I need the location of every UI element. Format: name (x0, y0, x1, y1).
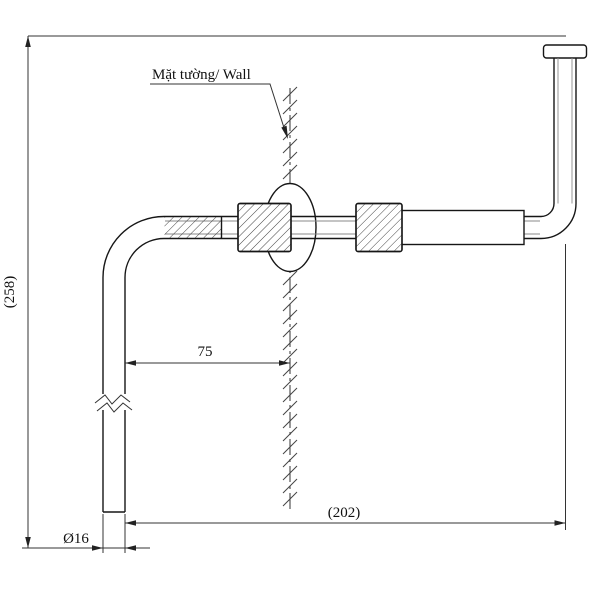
wall-hatch-tick (282, 374, 298, 390)
dim-height-label: (258) (2, 276, 18, 309)
wall-hatch-tick (282, 439, 298, 455)
wall-hatch-tick (282, 491, 298, 507)
left-elbow-outer (102, 215, 165, 512)
wall-hatch-tick (282, 112, 298, 128)
dim-75-label: 75 (198, 344, 213, 360)
wall-leader-arrowhead (281, 125, 288, 139)
nut-right (355, 202, 403, 253)
wall-flange-cap (542, 44, 588, 59)
arrowhead-left (125, 360, 136, 366)
wall-hatch-tick (282, 400, 298, 416)
coupling-sleeve (400, 209, 525, 246)
wall-hatch-tick (282, 283, 298, 299)
wall-hatch-tick (282, 348, 298, 364)
wall-hatch-tick (282, 413, 298, 429)
dim-diameter-extensions (102, 514, 126, 553)
wall-hatch-tick (282, 270, 298, 286)
wall-hatching (282, 86, 298, 507)
dim-diameter-label: Ø16 (63, 531, 89, 547)
wall-hatch-tick (282, 138, 298, 154)
left-elbow-inner (124, 237, 165, 512)
wall-hatch-tick (282, 309, 298, 325)
arrowhead-up (25, 36, 31, 47)
dim-length: (202) (125, 244, 566, 530)
wall-hatch-tick (282, 335, 298, 351)
dim-offset-wall: 75 (125, 344, 290, 366)
dim-diameter: Ø16 (63, 514, 136, 553)
wall-hatch-tick (282, 322, 298, 338)
nut-left (237, 202, 292, 253)
arrowhead-left (125, 520, 136, 526)
wall-hatch-tick (282, 164, 298, 180)
pipe-assembly (94, 44, 588, 513)
wall-hatch-tick (282, 465, 298, 481)
wall-hatch-tick (282, 361, 298, 377)
arrowhead-inward-left (125, 545, 136, 551)
dim-202-label: (202) (328, 505, 361, 521)
wall-label-text: Mặt tường/ Wall (152, 67, 251, 83)
arrowhead-down (25, 537, 31, 548)
pipe-break-symbol (94, 394, 133, 413)
arrowhead-right (554, 520, 566, 526)
wall-hatch-tick (282, 452, 298, 468)
wall-hatch-tick (282, 151, 298, 167)
wall-hatch-tick (282, 99, 298, 115)
wall-hatch-tick (282, 296, 298, 312)
threaded-section-hatch (164, 217, 222, 238)
wall-hatch-tick (282, 387, 298, 403)
right-pipe-outer (524, 58, 577, 240)
horizontal-pipe (164, 215, 356, 240)
wall-leader-line (150, 83, 287, 135)
arrowhead-right (279, 360, 290, 366)
wall-hatch-tick (282, 86, 298, 102)
wall-hatch-tick (282, 125, 298, 141)
arrowhead-inward-right (92, 545, 103, 551)
wall-hatch-tick (282, 426, 298, 442)
right-pipe-inner (524, 58, 555, 218)
wall-callout: Mặt tường/ Wall (150, 67, 288, 139)
wall-hatch-tick (282, 478, 298, 494)
